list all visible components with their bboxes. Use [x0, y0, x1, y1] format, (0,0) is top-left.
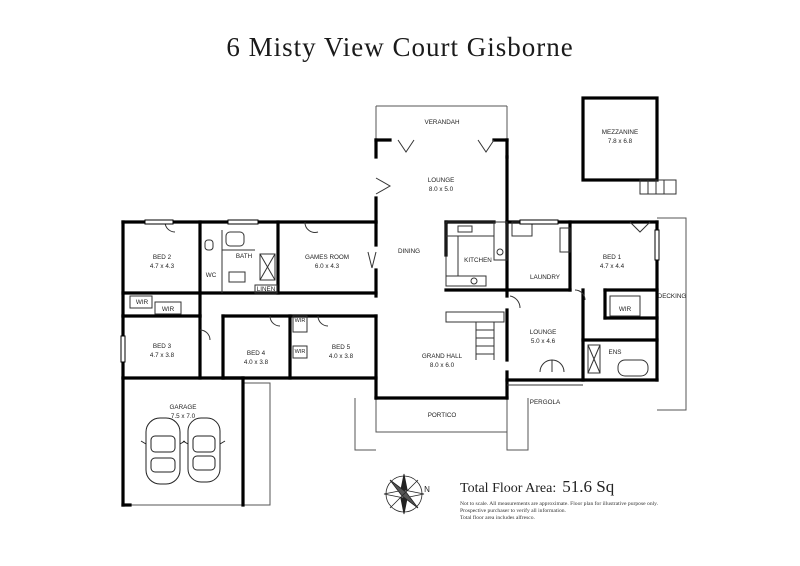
floor-area-value: 51.6 Sq: [562, 477, 615, 496]
room-lounge: LOUNGE: [428, 177, 455, 184]
walls: [121, 96, 659, 507]
windows: [120, 219, 660, 400]
room-wc: WC: [206, 272, 217, 279]
room-garage: GARAGE: [170, 404, 197, 411]
room-verandah: VERANDAH: [425, 119, 460, 126]
room-mezzanine: MEZZANINE: [602, 129, 638, 136]
room-bed5-size: 4.0 x 3.8: [329, 353, 354, 360]
room-bed2-size: 4.7 x 4.3: [150, 263, 175, 270]
floor-area-label: Total Floor Area:: [460, 481, 557, 496]
room-wir-bed1: WIR: [619, 306, 632, 313]
room-kitchen: KITCHEN: [464, 257, 492, 264]
room-lounge2-size: 5.0 x 4.6: [531, 338, 556, 345]
room-wir-bed5: WIR: [295, 318, 306, 324]
room-mezzanine-size: 7.8 x 6.8: [608, 138, 633, 145]
compass-north-label: N: [424, 485, 430, 494]
room-bed1-size: 4.7 x 4.4: [600, 263, 625, 270]
room-wir-bed3: WIR: [162, 306, 175, 313]
outline-thin: [130, 105, 687, 506]
room-linen: LINEN: [257, 286, 276, 293]
room-bed1: BED 1: [603, 254, 622, 261]
room-lounge2: LOUNGE: [530, 329, 557, 336]
disclaimer-line: Not to scale. All measurements are appro…: [460, 501, 659, 507]
room-bed2: BED 2: [153, 254, 172, 261]
car-icons: [140, 417, 226, 485]
fixtures: [129, 139, 677, 386]
room-laundry: LAUNDRY: [530, 274, 561, 281]
room-pergola: PERGOLA: [530, 399, 561, 406]
room-bath: BATH: [236, 253, 253, 260]
room-decking: DECKING: [658, 293, 687, 300]
room-bed3-size: 4.7 x 3.8: [150, 352, 175, 359]
compass-icon: [383, 473, 425, 515]
room-garage-size: 7.5 x 7.0: [171, 413, 196, 420]
room-wir-bed2: WIR: [136, 299, 149, 306]
page-title: 6 Misty View Court Gisborne: [226, 32, 574, 62]
room-bed4-size: 4.0 x 3.8: [244, 359, 269, 366]
car-left-icon: [140, 417, 186, 485]
car-right-icon: [182, 417, 226, 483]
room-games-size: 6.0 x 4.3: [315, 263, 340, 270]
room-grand-hall: GRAND HALL: [422, 353, 463, 360]
room-bed5: BED 5: [332, 344, 351, 351]
floor-area-line: Total Floor Area: 51.6 Sq: [460, 477, 614, 497]
room-lounge-size: 8.0 x 5.0: [429, 186, 454, 193]
room-portico: PORTICO: [428, 412, 457, 419]
room-bed4: BED 4: [247, 350, 266, 357]
room-wir-bed4: WIR: [295, 349, 306, 355]
disclaimer-line: Prospective purchaser to verify all info…: [460, 508, 566, 515]
room-dining: DINING: [398, 248, 420, 255]
room-bed3: BED 3: [153, 343, 172, 350]
room-ens: ENS: [609, 349, 622, 356]
room-grand-hall-size: 8.0 x 6.0: [430, 362, 455, 369]
disclaimer-line: Total floor area includes alfresco.: [460, 515, 535, 522]
room-games: GAMES ROOM: [305, 254, 349, 261]
disclaimer: Not to scale. All measurements are appro…: [460, 501, 700, 523]
